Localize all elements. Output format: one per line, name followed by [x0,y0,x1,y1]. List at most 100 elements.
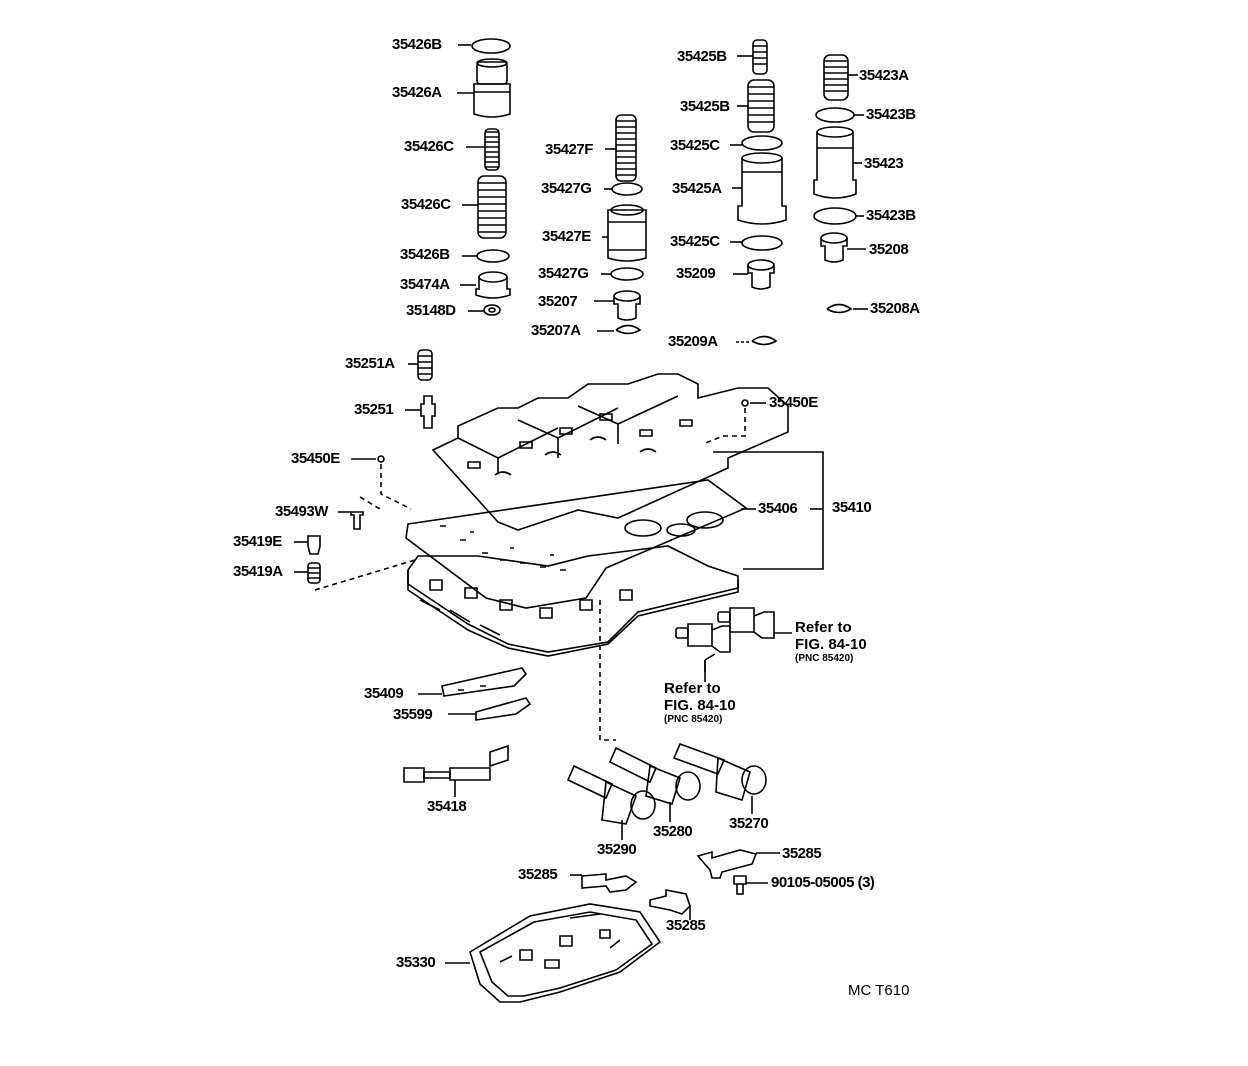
part-35427G-oring-1 [604,183,642,195]
part-35474A-plug [460,272,510,298]
part-35450E-ball-right [703,400,766,444]
part-35330-oil-pan [445,904,660,1002]
part-35426B-oring-top [458,39,510,53]
part-35207A-clip [597,326,640,334]
label-35270: 35270 [729,815,769,832]
label-35426A: 35426A [392,84,442,101]
refer-note-2-pnc: (PNC 85420) [664,714,723,725]
part-35425C-oring-1 [730,136,782,150]
part-35425C-oring-2 [730,236,782,250]
part-35599-spring-plate [448,698,530,720]
label-35427G-1: 35427G [541,180,592,197]
label-35406: 35406 [758,500,798,517]
label-35285-middle: 35285 [666,917,706,934]
label-35474A: 35474A [400,276,450,293]
part-35425B-spring-large [737,80,774,132]
label-35251A: 35251A [345,355,395,372]
label-35148D: 35148D [406,302,456,319]
part-35409-spring-plate [418,668,526,696]
part-35280-solenoid [610,748,700,822]
label-35426B-bottom: 35426B [400,246,450,263]
label-35208A: 35208A [870,300,920,317]
label-35251: 35251 [354,401,394,418]
label-35410: 35410 [832,499,872,516]
part-35423B-oring-1 [816,108,864,122]
label-35208: 35208 [869,241,909,258]
label-35209: 35209 [676,265,716,282]
part-35450E-ball-left [351,456,411,509]
label-35425B-1: 35425B [677,48,727,65]
label-35427F: 35427F [545,141,593,158]
label-35426C-1: 35426C [404,138,454,155]
label-35450E-right: 35450E [769,394,818,411]
part-35148D-ball [468,305,500,315]
part-35425B-spring-small [737,40,767,74]
part-35406-plate-and-body [406,374,823,740]
refer-note-2-line2: FIG. 84-10 [664,697,736,714]
part-35427E-sleeve [602,205,646,261]
label-35425C-2: 35425C [670,233,720,250]
label-35418: 35418 [427,798,467,815]
label-35425C-1: 35425C [670,137,720,154]
part-35423A-spring [824,55,858,100]
label-35207: 35207 [538,293,578,310]
part-35423B-oring-2 [814,208,864,224]
label-35290: 35290 [597,841,637,858]
label-35423: 35423 [864,155,904,172]
label-35285-left: 35285 [518,866,558,883]
label-90105-05005: 90105-05005 (3) [771,874,875,891]
part-35251A-spring [408,350,432,380]
refer-note-1-line1: Refer to [795,619,852,636]
label-35419A: 35419A [233,563,283,580]
part-35419E-plug [294,536,320,554]
label-35427G-2: 35427G [538,265,589,282]
part-35209-plug [733,260,774,289]
label-35427E: 35427E [542,228,591,245]
part-90105-bolt [734,876,768,894]
label-35207A: 35207A [531,322,581,339]
part-35285-clamp-left [570,874,636,892]
part-35426B-oring-bottom [462,250,509,262]
part-35285-clamp-right [698,850,780,878]
part-35285-clamp-middle [650,890,690,920]
part-35426C-spring-small [466,129,499,170]
refer-note-1: Refer to FIG. 84-10 (PNC 85420) [795,619,867,665]
refer-note-2-line1: Refer to [664,680,721,697]
part-35425A-sleeve [732,153,786,224]
part-35419A-spring [294,560,415,590]
part-35426A-sleeve [457,59,510,117]
figure-code: MC T610 [848,982,910,999]
refer-note-2: Refer to FIG. 84-10 (PNC 85420) [664,680,736,726]
label-35285-right: 35285 [782,845,822,862]
part-35493W-bolt [338,497,380,529]
label-35425B-2: 35425B [680,98,730,115]
label-35423B-1: 35423B [866,106,916,123]
part-35427G-oring-2 [601,268,643,280]
part-35209A-clip [736,337,776,345]
label-35409: 35409 [364,685,404,702]
label-35450E-left: 35450E [291,450,340,467]
part-35207-plug [594,291,640,320]
label-35280: 35280 [653,823,693,840]
part-35208-plug [821,233,866,262]
part-solenoid-connector-1 [676,624,730,682]
label-35599: 35599 [393,706,433,723]
part-solenoid-connector-2 [718,608,792,638]
label-35423B-2: 35423B [866,207,916,224]
part-35418-manual-valve [404,746,508,797]
part-35208A-clip [827,305,868,313]
label-35330: 35330 [396,954,436,971]
part-35426C-spring-large [462,176,506,238]
refer-note-1-pnc: (PNC 85420) [795,653,854,664]
label-35209A: 35209A [668,333,718,350]
label-35425A: 35425A [672,180,722,197]
label-35423A: 35423A [859,67,909,84]
label-35426C-2: 35426C [401,196,451,213]
label-35419E: 35419E [233,533,282,550]
refer-note-1-line2: FIG. 84-10 [795,636,867,653]
part-35290-solenoid [568,766,655,840]
part-35423-sleeve [814,127,862,198]
label-35493W: 35493W [275,503,328,520]
part-35251-valve [405,396,435,428]
